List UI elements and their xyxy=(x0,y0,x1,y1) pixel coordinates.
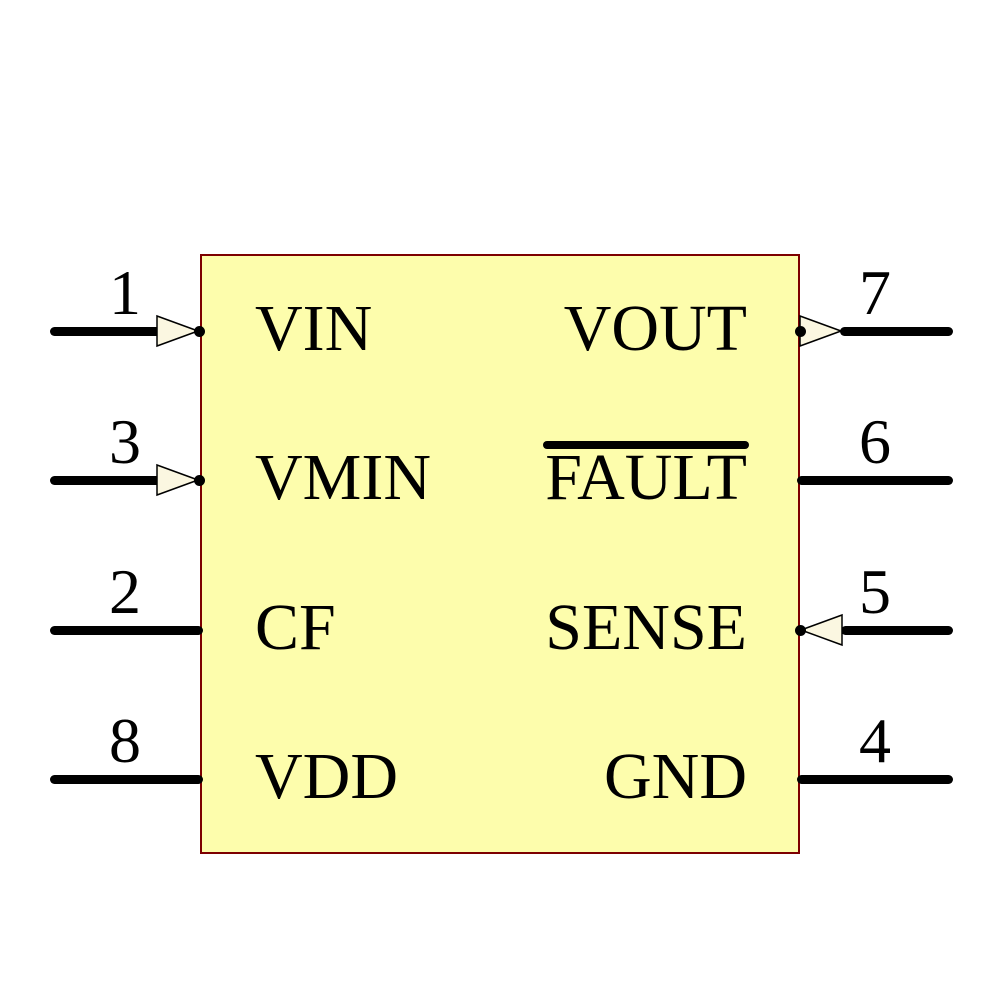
pin-number: 6 xyxy=(859,406,891,477)
pin-number: 3 xyxy=(109,406,141,477)
input-arrow-icon xyxy=(156,314,200,348)
pin-wire xyxy=(50,327,162,336)
pin-name-label: SENSE xyxy=(545,591,747,664)
pin-wire xyxy=(50,626,203,635)
pin-name-label: GND xyxy=(604,740,747,813)
pin-wire xyxy=(797,775,953,784)
pin-connection-dot xyxy=(795,326,806,337)
pin-number: 2 xyxy=(109,556,141,627)
pin-connection-dot xyxy=(194,326,205,337)
active-low-label: FAULT xyxy=(543,441,749,514)
pin-wire xyxy=(50,476,162,485)
pin-wire xyxy=(797,476,953,485)
pin-number: 8 xyxy=(109,705,141,776)
pin-number: 4 xyxy=(859,705,891,776)
pin-number: 5 xyxy=(859,556,891,627)
pin-name-label: CF xyxy=(255,591,336,664)
pin-wire xyxy=(841,626,953,635)
ic-body xyxy=(200,254,800,854)
pin-wire xyxy=(840,327,953,336)
pin-name-label: FAULT xyxy=(500,441,749,514)
input-arrow-icon xyxy=(799,613,843,647)
pin-number: 7 xyxy=(859,257,891,328)
pin-wire xyxy=(50,775,203,784)
pin-name-label: VOUT xyxy=(563,292,747,365)
pin-name-label: VMIN xyxy=(255,441,431,514)
pin-name-label: VDD xyxy=(255,740,398,813)
pin-connection-dot xyxy=(194,475,205,486)
pin-number: 1 xyxy=(109,257,141,328)
input-arrow-icon xyxy=(156,463,200,497)
pin-connection-dot xyxy=(795,625,806,636)
pin-name-label: VIN xyxy=(255,292,373,365)
